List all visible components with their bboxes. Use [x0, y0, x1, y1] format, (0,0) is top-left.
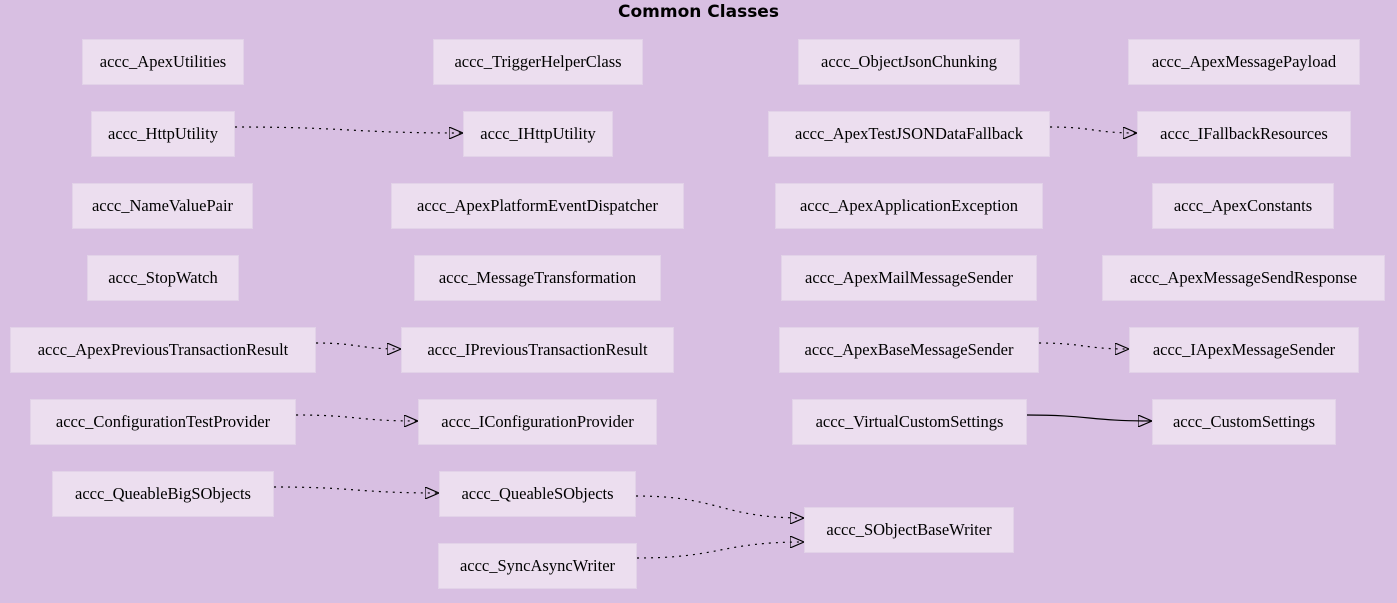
edge-apex-base-message-sender-to-i-apex-message-sender — [1038, 342, 1129, 349]
class-node-apex-base-message-sender[interactable]: accc_ApexBaseMessageSender — [779, 327, 1039, 373]
diagram-title: Common Classes — [618, 2, 779, 22]
class-node-sobject-base-writer[interactable]: accc_SObjectBaseWriter — [804, 507, 1014, 553]
class-node-object-json-chunking[interactable]: accc_ObjectJsonChunking — [798, 39, 1020, 85]
class-node-queable-sobjects[interactable]: accc_QueableSObjects — [439, 471, 636, 517]
edge-apex-previous-transaction-result-to-i-previous-transaction-result — [315, 342, 401, 349]
class-node-sync-async-writer[interactable]: accc_SyncAsyncWriter — [438, 543, 637, 589]
class-node-apex-platform-event-dispatcher[interactable]: accc_ApexPlatformEventDispatcher — [391, 183, 684, 229]
interface-node-i-apex-message-sender[interactable]: accc_IApexMessageSender — [1129, 327, 1359, 373]
class-node-apex-application-exception[interactable]: accc_ApexApplicationException — [775, 183, 1043, 229]
class-node-message-transformation[interactable]: accc_MessageTransformation — [414, 255, 661, 301]
class-node-queable-big-sobjects[interactable]: accc_QueableBigSObjects — [52, 471, 274, 517]
class-node-configuration-test-provider[interactable]: accc_ConfigurationTestProvider — [30, 399, 296, 445]
class-node-apex-message-send-response[interactable]: accc_ApexMessageSendResponse — [1102, 255, 1385, 301]
edge-virtual-custom-settings-to-custom-settings — [1026, 414, 1152, 421]
interface-node-i-http-utility[interactable]: accc_IHttpUtility — [463, 111, 613, 157]
class-node-apex-mail-message-sender[interactable]: accc_ApexMailMessageSender — [781, 255, 1037, 301]
class-node-apex-constants[interactable]: accc_ApexConstants — [1152, 183, 1334, 229]
edge-http-utility-to-i-http-utility — [234, 126, 463, 133]
class-node-name-value-pair[interactable]: accc_NameValuePair — [72, 183, 253, 229]
class-node-http-utility[interactable]: accc_HttpUtility — [91, 111, 235, 157]
class-node-custom-settings[interactable]: accc_CustomSettings — [1152, 399, 1336, 445]
edge-sync-async-writer-to-sobject-base-writer — [636, 542, 804, 559]
class-node-apex-message-payload[interactable]: accc_ApexMessagePayload — [1128, 39, 1360, 85]
interface-node-i-previous-transaction-result[interactable]: accc_IPreviousTransactionResult — [401, 327, 674, 373]
class-node-stop-watch[interactable]: accc_StopWatch — [87, 255, 239, 301]
class-node-trigger-helper-class[interactable]: accc_TriggerHelperClass — [433, 39, 643, 85]
edge-queable-big-sobjects-to-queable-sobjects — [273, 486, 439, 493]
edge-queable-sobjects-to-sobject-base-writer — [635, 495, 804, 518]
class-node-apex-test-json-data-fallback[interactable]: accc_ApexTestJSONDataFallback — [768, 111, 1050, 157]
interface-node-i-fallback-resources[interactable]: accc_IFallbackResources — [1137, 111, 1351, 157]
edge-configuration-test-provider-to-i-configuration-provider — [295, 414, 418, 421]
class-node-virtual-custom-settings[interactable]: accc_VirtualCustomSettings — [792, 399, 1027, 445]
class-node-apex-utilities[interactable]: accc_ApexUtilities — [82, 39, 244, 85]
class-node-apex-previous-transaction-result[interactable]: accc_ApexPreviousTransactionResult — [10, 327, 316, 373]
edge-apex-test-json-data-fallback-to-i-fallback-resources — [1049, 126, 1137, 133]
interface-node-i-configuration-provider[interactable]: accc_IConfigurationProvider — [418, 399, 657, 445]
